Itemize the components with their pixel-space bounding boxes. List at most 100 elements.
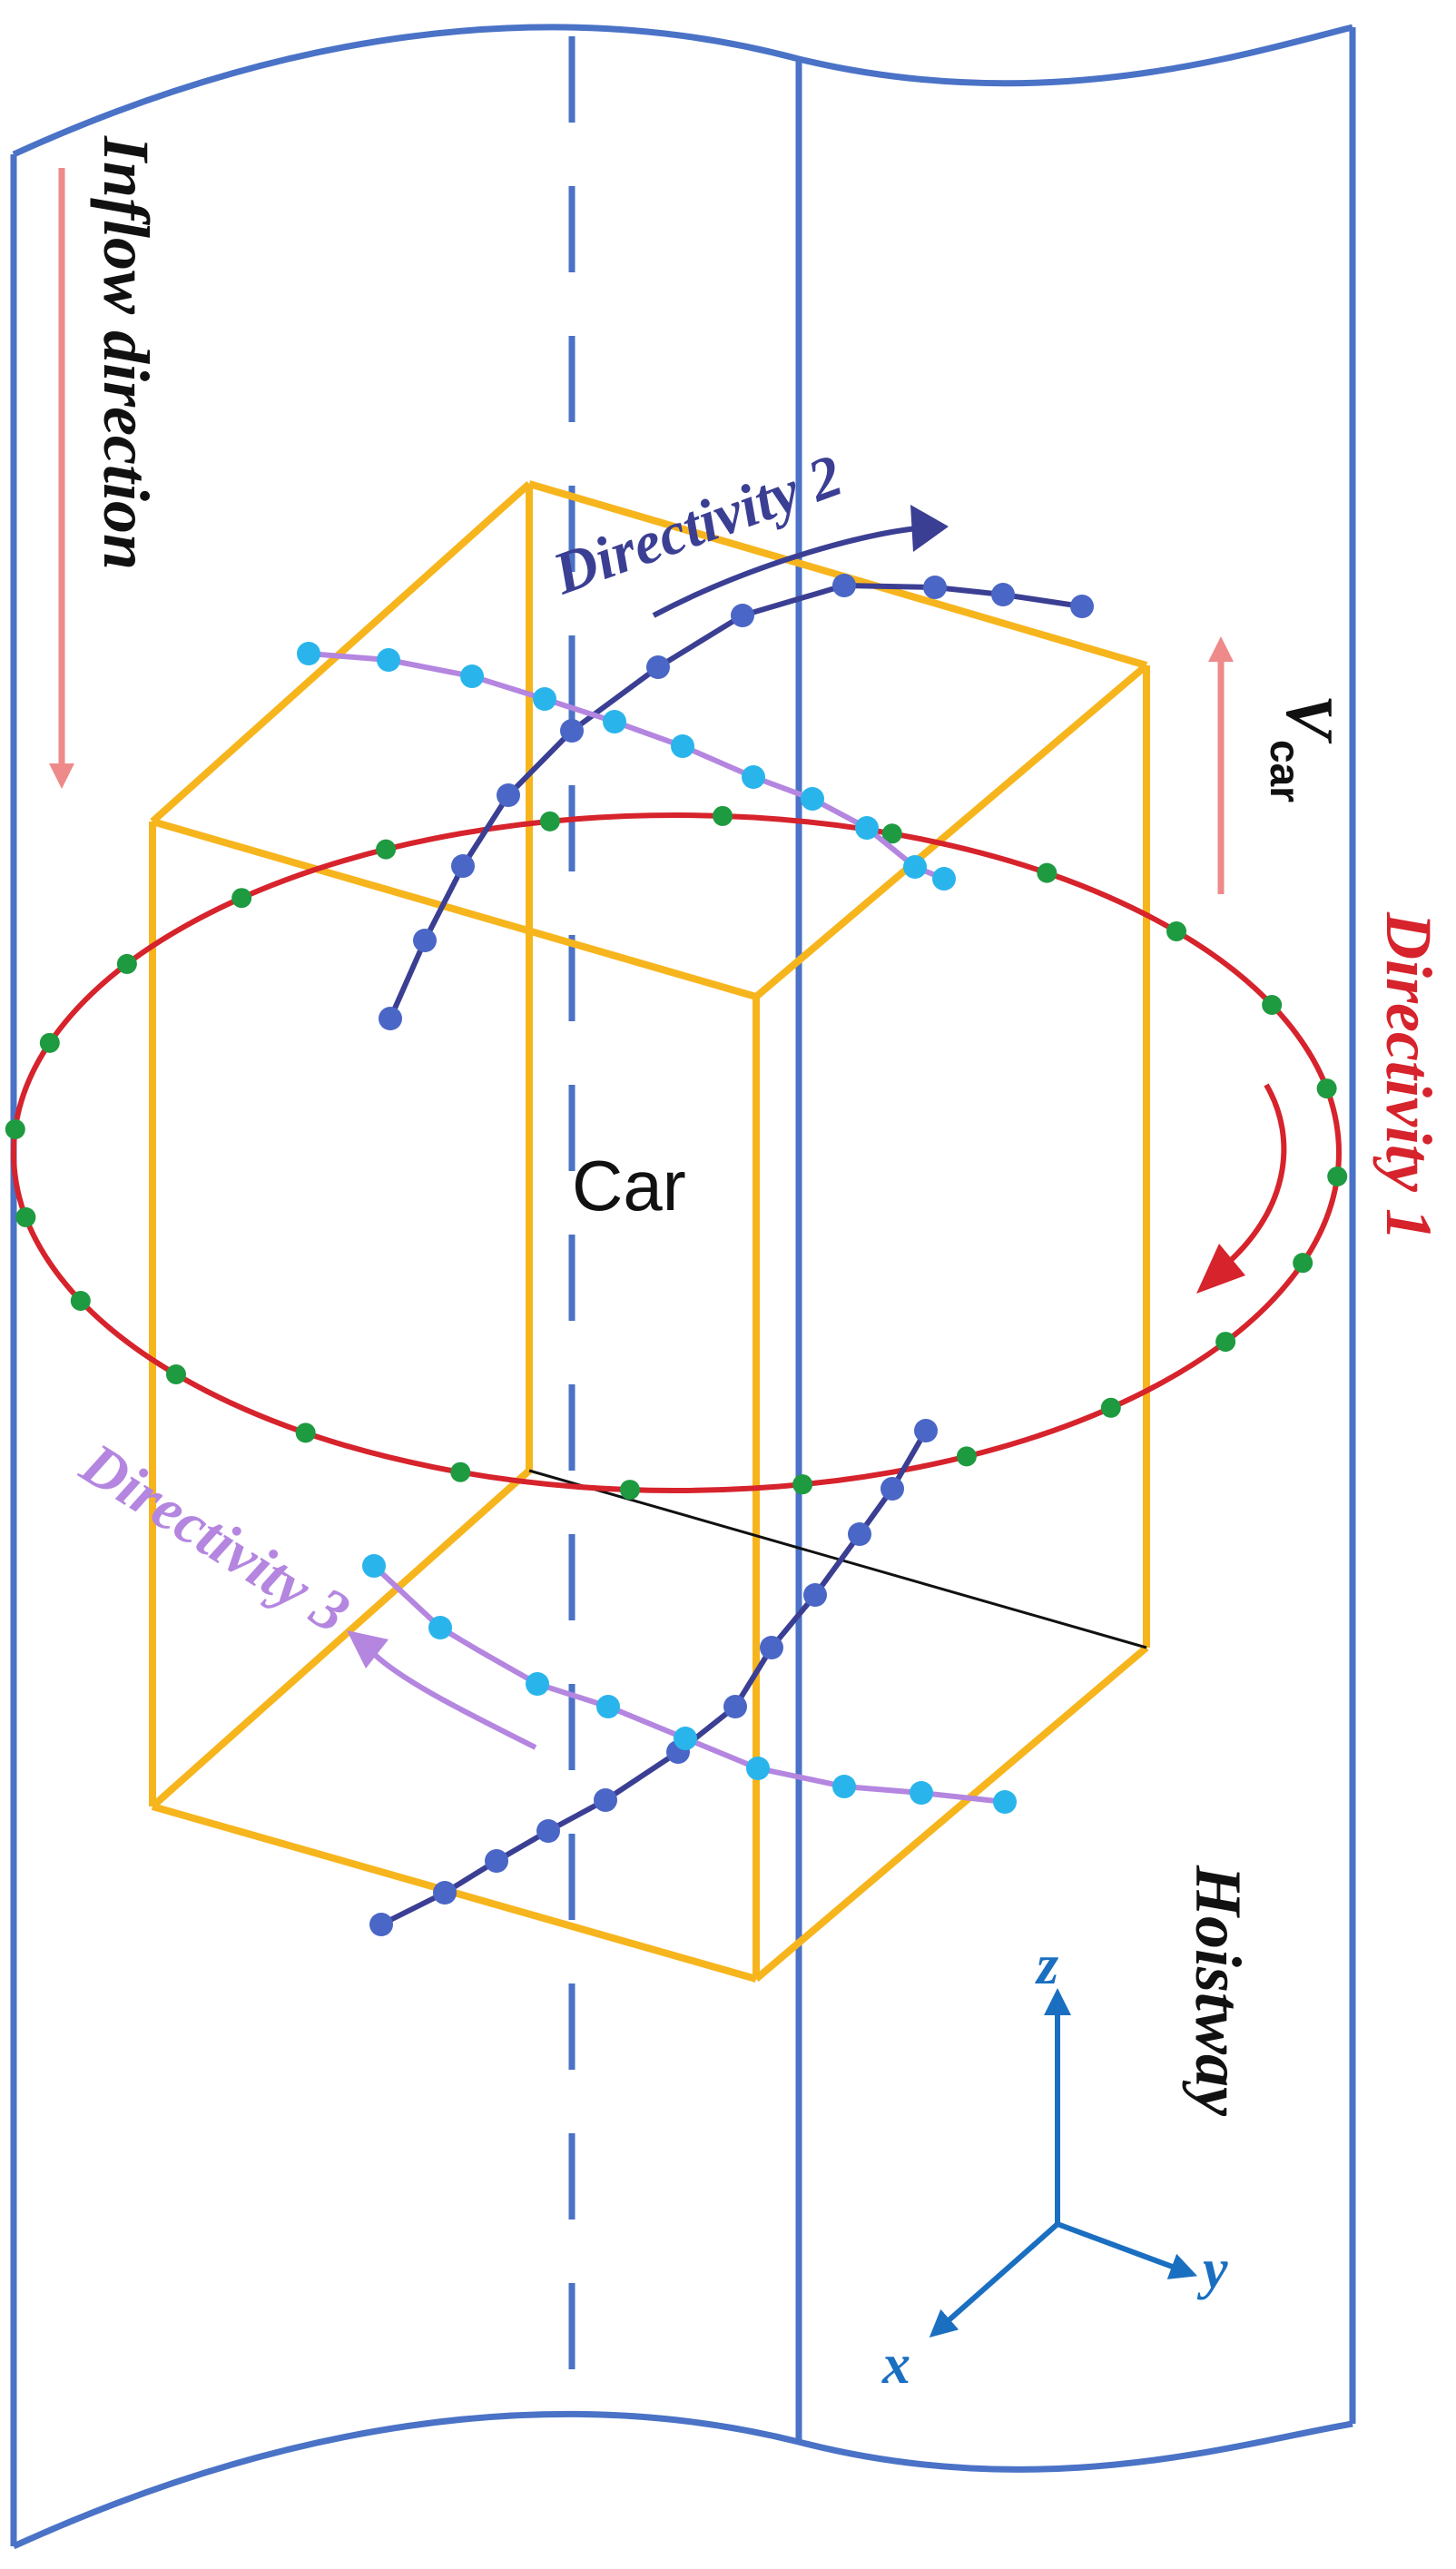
directivity2-point <box>379 1007 402 1030</box>
directivity3-point <box>603 710 626 733</box>
car-edge <box>150 1468 532 1809</box>
directivity1-label: Directivity 1 <box>1372 911 1445 1241</box>
directivity3-point <box>746 1757 770 1780</box>
directivity2-point <box>914 1419 938 1442</box>
directivity2-label: Directivity 2 <box>544 442 851 607</box>
directivity2-point <box>731 604 754 627</box>
directivity1-point <box>1327 1166 1348 1187</box>
directivity2-lower-curve <box>379 1429 929 1927</box>
directivity1-point <box>619 1480 640 1501</box>
directivity3-point <box>671 734 694 758</box>
directivity2-point <box>560 719 584 743</box>
directivity1-point <box>231 888 252 909</box>
directivity1-point <box>1166 920 1187 941</box>
directivity3-point <box>832 1775 856 1798</box>
axis-z-label: z <box>1035 1934 1058 1996</box>
directivity3-point <box>460 664 484 688</box>
directivity2-point <box>803 1583 827 1607</box>
directivity1-point <box>1037 862 1058 883</box>
directivity1-point <box>1100 1397 1121 1418</box>
directivity2-upper-curve <box>388 582 1083 1020</box>
directivity1-arrowhead <box>1196 1244 1245 1294</box>
directivity1-arrow <box>1219 1083 1287 1272</box>
directivity3-points <box>297 642 1017 1814</box>
directivity1-point <box>39 1032 60 1053</box>
directivity1-point <box>1215 1332 1236 1353</box>
directivity3-point <box>993 1790 1017 1814</box>
directivity1-point <box>15 1206 36 1227</box>
directivity2-point <box>451 854 475 878</box>
directivity3-point <box>742 765 765 789</box>
directivity3-point <box>362 1554 386 1578</box>
coordinate-axes <box>929 1988 1198 2338</box>
directivity1-point <box>376 839 397 860</box>
directivity3-point <box>932 867 956 891</box>
directivity1-point <box>1262 994 1283 1015</box>
directivity2-points <box>369 574 1094 1936</box>
y-axis-arrow <box>1056 2221 1198 2279</box>
directivity2-arrowhead <box>910 505 949 552</box>
car-box <box>149 480 1150 1983</box>
directivity3-lower-curve <box>371 1563 1006 1805</box>
directivity1-point <box>539 811 560 832</box>
vcar-label: V car <box>1262 694 1346 802</box>
directivity3-point <box>297 642 320 665</box>
directivity2-point <box>723 1695 747 1718</box>
directivity3-point <box>674 1727 697 1750</box>
directivity2-point <box>594 1788 617 1812</box>
directivity1-point <box>713 805 733 826</box>
axis-x-label: x <box>881 2334 910 2396</box>
directivity1-point <box>295 1422 316 1443</box>
directivity3-point <box>526 1672 549 1696</box>
directivity1-point <box>1293 1253 1313 1274</box>
x-axis-arrow <box>929 2221 1059 2338</box>
directivity3-label: Directivity 3 <box>69 1430 360 1646</box>
directivity1-point <box>165 1364 186 1385</box>
directivity1-point <box>956 1446 977 1467</box>
car-edge <box>527 480 1148 669</box>
directivity2-point <box>646 655 670 679</box>
hoistway-top-edge <box>12 24 1353 158</box>
directivity3-point <box>855 816 879 840</box>
directivity3-point <box>801 787 824 811</box>
directivity2-point <box>1070 595 1094 618</box>
directivity2-point <box>536 1819 560 1843</box>
inflow-direction-label: Inflow direction <box>90 135 162 570</box>
directivity2-point <box>880 1477 904 1501</box>
hoistway-outline <box>10 24 1356 2550</box>
car-diagonal <box>528 1469 1147 1649</box>
directivity2-point <box>433 1881 457 1905</box>
directivity2-point <box>485 1849 508 1873</box>
vcar-subscript: car <box>1262 740 1309 802</box>
directivity3-point <box>596 1695 620 1718</box>
car-edge <box>151 818 758 1000</box>
vcar-symbol: V <box>1272 694 1346 744</box>
directivity2-point <box>832 574 856 597</box>
directivity1-point <box>792 1474 813 1495</box>
directivity3-point <box>377 648 400 672</box>
directivity2-point <box>923 576 947 599</box>
directivity2-point <box>991 583 1015 606</box>
directivity3-point <box>428 1616 452 1639</box>
directivity2-point <box>497 783 520 807</box>
directivity1-points <box>5 805 1348 1501</box>
directivity3-point <box>533 687 556 711</box>
axis-y-label: y <box>1196 2239 1228 2300</box>
directivity3-point <box>903 855 927 879</box>
directivity2-point <box>760 1636 783 1659</box>
directivity2-point <box>369 1913 393 1936</box>
directivity3-arrowhead <box>347 1630 389 1668</box>
car-edge <box>753 662 1149 1000</box>
hoistway-bottom-edge <box>12 2410 1353 2550</box>
directivity1-ellipse <box>11 812 1342 1493</box>
car-edge <box>753 1644 1149 1983</box>
directivity3-arrow <box>369 1649 537 1750</box>
directivity1-point <box>450 1462 471 1482</box>
hoistway-label: Hoistway <box>1182 1865 1254 2117</box>
directivity1-point <box>116 953 137 974</box>
directivity1-point <box>881 823 902 844</box>
directivity2-arrow <box>652 526 918 618</box>
directivity3-point <box>910 1781 933 1805</box>
car-label: Car <box>572 1146 686 1225</box>
